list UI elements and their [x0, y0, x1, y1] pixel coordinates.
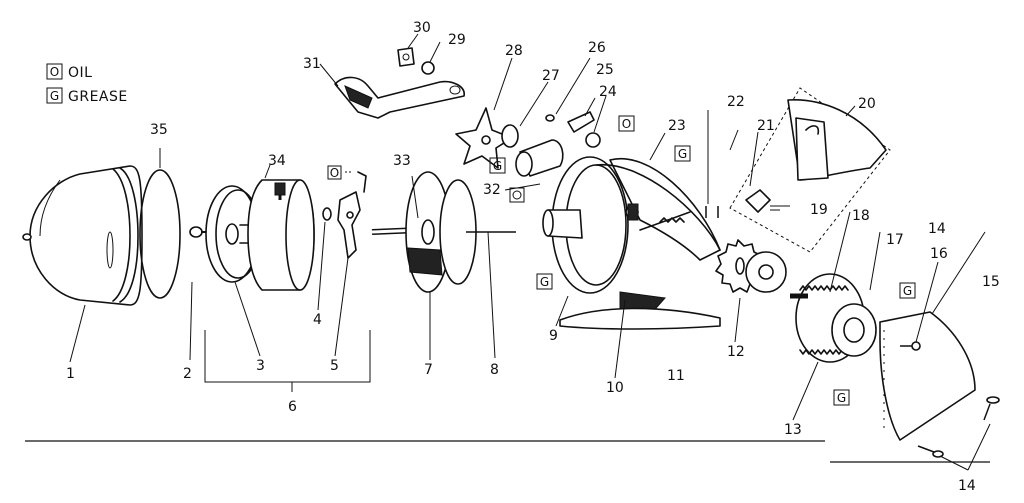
oil-marker: O [622, 117, 631, 131]
legend-oil-label: OIL [68, 65, 92, 81]
part-number-10: 10 [606, 380, 624, 396]
part-number-33: 33 [393, 153, 411, 169]
group-bracket [204, 330, 371, 383]
part-number-7: 7 [424, 362, 433, 378]
part-number-23: 23 [668, 118, 686, 134]
part-number-18: 18 [852, 208, 870, 224]
part-number-11: 11 [667, 368, 685, 384]
sleeve-bushing [509, 139, 564, 203]
subassembly-outline [729, 87, 891, 253]
legend-oil-symbol: O [50, 65, 59, 79]
grease-marker: G [493, 159, 502, 173]
part-number-32: 32 [483, 182, 501, 198]
main-gear [790, 273, 877, 363]
cover-screw-b [917, 445, 944, 458]
part-number-4: 4 [313, 312, 322, 328]
part-number-3: 3 [256, 358, 265, 374]
legend: O OIL G GREASE [46, 63, 128, 105]
side-plate [787, 99, 887, 181]
part-number-29: 29 [448, 32, 466, 48]
part-number-25: 25 [596, 62, 614, 78]
link-clip [567, 111, 595, 133]
part-number-26: 26 [588, 40, 606, 56]
spool [371, 171, 516, 293]
cover-screw-a [983, 396, 1000, 421]
legend-grease-symbol: G [50, 89, 59, 103]
small-clip [545, 114, 555, 122]
legend-oil-box [46, 63, 63, 80]
part-number-24: 24 [599, 84, 617, 100]
side-cover [879, 311, 976, 441]
front-cover [22, 165, 143, 306]
part-number-1: 1 [66, 366, 75, 382]
leader-lines [69, 33, 991, 471]
crank-handle [334, 76, 465, 119]
gear-washer [745, 251, 787, 293]
part-number-27: 27 [542, 68, 560, 84]
grease-marker: G [903, 284, 912, 298]
part-number-19: 19 [810, 202, 828, 218]
part-number-14: 14 [928, 221, 946, 237]
part-number-28: 28 [505, 43, 523, 59]
small-washer [322, 207, 332, 221]
part-number-21: 21 [757, 118, 775, 134]
grease-marker: G [678, 147, 687, 161]
part-number-15: 15 [982, 274, 1000, 290]
part-number-6: 6 [288, 399, 297, 415]
drag-washer [501, 124, 519, 148]
part-number-2: 2 [183, 366, 192, 382]
part-number-16: 16 [930, 246, 948, 262]
legend-grease-box [46, 87, 63, 104]
part-number-13: 13 [784, 422, 802, 438]
part-number-8: 8 [490, 362, 499, 378]
spool-housing [247, 179, 315, 291]
part-number-labels: 1 2 3 4 5 6 7 8 9 10 11 12 13 14 14 15 1… [66, 20, 1000, 494]
o-ring [139, 169, 181, 299]
part-number-12: 12 [727, 344, 745, 360]
pawl-clip: O [327, 165, 367, 259]
grease-marker: G [837, 391, 846, 405]
grease-marker: G [540, 275, 549, 289]
main-frame [542, 156, 721, 330]
part-number-30: 30 [413, 20, 431, 36]
part-number-14-lower: 14 [958, 478, 976, 494]
part-number-20: 20 [858, 96, 876, 112]
part-number-34: 34 [268, 153, 286, 169]
handle-nut [421, 61, 435, 75]
part-number-9: 9 [549, 328, 558, 344]
legend-grease-label: GREASE [68, 89, 128, 105]
part-number-35: 35 [150, 122, 168, 138]
handle-screw [397, 47, 415, 67]
oil-marker: O [330, 166, 339, 180]
pawl-spring [745, 189, 790, 213]
part-number-22: 22 [727, 94, 745, 110]
part-number-17: 17 [886, 232, 904, 248]
small-bushing [585, 132, 601, 148]
part-number-5: 5 [330, 358, 339, 374]
part-number-31: 31 [303, 56, 321, 72]
